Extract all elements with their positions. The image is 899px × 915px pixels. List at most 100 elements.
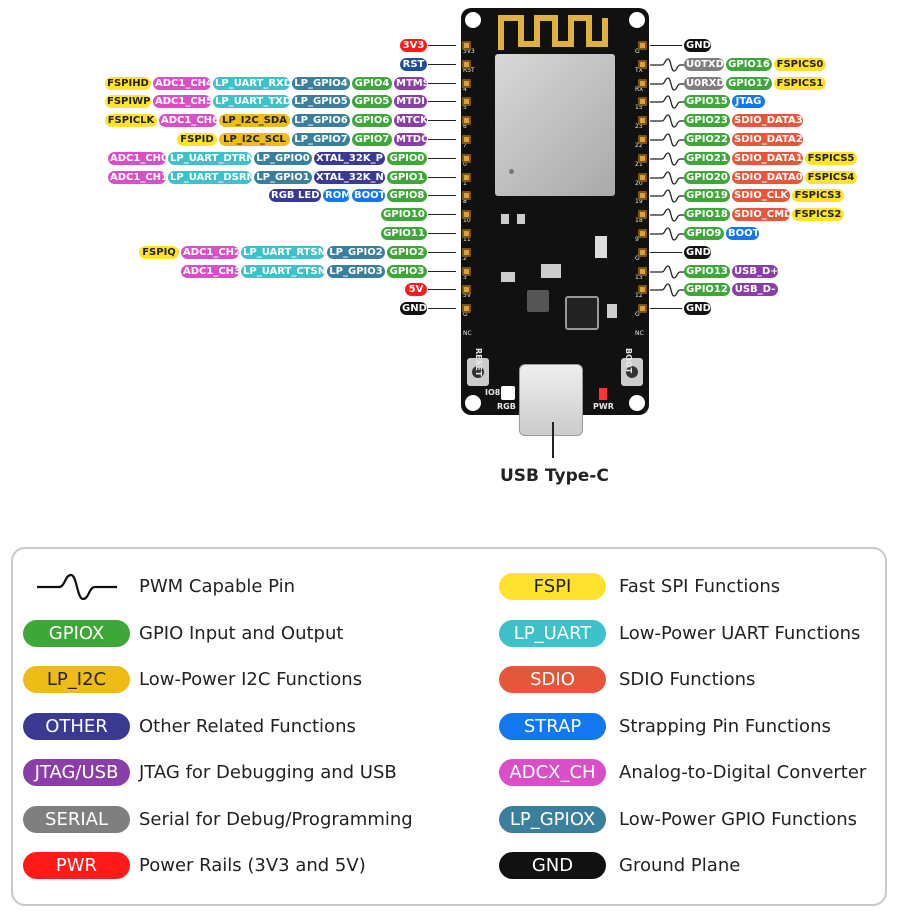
header-pin: [462, 172, 471, 182]
pin-label-right-9-0: GPIO18: [684, 208, 730, 222]
usb-c-port: [519, 364, 583, 436]
pin-label-left-9-0: GPIO10: [381, 208, 427, 222]
leader-line: [650, 308, 682, 310]
pin-number: 1: [463, 179, 467, 187]
pin-label-left-3-5: FSPIWP: [105, 95, 151, 109]
pin-number: 3: [463, 273, 467, 281]
component: [595, 236, 607, 258]
component: [607, 304, 617, 318]
pin-label-left-3-4: ADC1_CH5: [153, 95, 211, 109]
pin-label-left-2-3: LP_UART_RXD: [213, 76, 290, 90]
leader-line: [428, 289, 456, 291]
component: [541, 264, 561, 278]
esp-module-shield: [495, 54, 615, 196]
header-pin: [462, 153, 471, 163]
pin-label-left-3-0: MTDI: [394, 95, 427, 109]
legend-description: Strapping Pin Functions: [619, 715, 831, 737]
pwm-icon: [650, 76, 686, 91]
pin-label-right-7-1: SDIO_DATA0: [732, 170, 803, 184]
header-pin: [462, 116, 471, 126]
pin-number: 21: [635, 160, 643, 168]
pin-label-left-4-3: LP_I2C_SDA: [219, 114, 290, 128]
pin-label-right-6-1: SDIO_DATA1: [732, 151, 803, 165]
pin-number: 18: [635, 217, 643, 225]
legend-swatch: SDIO: [499, 666, 606, 693]
pin-label-right-6-2: FSPICS5: [805, 151, 857, 165]
pin-label-left-8-2: ROM: [323, 189, 350, 203]
pin-label-left-4-5: FSPICLK: [105, 114, 157, 128]
pwm-icon: [650, 189, 686, 204]
pin-label-left-2-4: ADC1_CH4: [153, 76, 211, 90]
header-pin: [638, 191, 647, 201]
pin-label-left-2-0: MTMS: [394, 76, 427, 90]
header-pin: [462, 266, 471, 276]
pin-label-left-6-3: LP_UART_DTRN: [168, 151, 252, 165]
leader-line: [428, 214, 456, 216]
pin-label-right-7-2: FSPICS4: [805, 170, 857, 184]
header-pin: [462, 97, 471, 107]
pin-label-right-8-2: FSPICS3: [792, 189, 844, 203]
pin-label-left-8-0: GPIO8: [387, 189, 427, 203]
pin-label-right-5-1: SDIO_DATA2: [732, 133, 803, 146]
mounting-hole: [629, 395, 645, 411]
header-pin: [638, 229, 647, 238]
chip: [565, 296, 599, 330]
leader-line: [428, 195, 456, 197]
pin-label-left-7-2: LP_GPIO1: [254, 170, 312, 184]
pwm-icon: [650, 95, 686, 110]
pin-number: 11: [463, 236, 471, 243]
header-pin: [462, 304, 471, 314]
pwm-legend-icon: [37, 573, 117, 601]
pin-number: 7: [463, 142, 467, 149]
pin-label-right-0-0: GND: [684, 39, 711, 52]
pin-label-right-8-1: SDIO_CLK: [732, 189, 790, 203]
pin-number: 12: [635, 292, 643, 300]
pin-label-right-1-1: GPIO16: [726, 57, 772, 71]
pin-number: G: [635, 48, 640, 55]
leader-line: [428, 176, 456, 178]
pin-label-left-0-0: 3V3: [400, 39, 427, 52]
pin-label-left-11-2: LP_UART_RTSN: [241, 245, 325, 259]
pin-label-right-3-1: JTAG: [732, 95, 765, 109]
pin-label-right-1-2: FSPICS0: [774, 57, 826, 71]
mounting-hole: [465, 395, 481, 411]
pin-label-right-13-1: USB_D-: [732, 283, 778, 297]
pin-number: 23: [635, 123, 643, 131]
pwr-label: PWR: [593, 402, 614, 411]
legend-swatch: STRAP: [499, 712, 606, 740]
pin-number: 20: [635, 179, 643, 187]
pin-label-left-4-1: GPIO6: [352, 114, 392, 128]
legend-description: Serial for Debug/Programming: [139, 808, 413, 830]
pwm-icon: [650, 152, 686, 166]
pin-label-right-2-0: U0RXD: [684, 76, 724, 90]
pin-number: G: [463, 311, 468, 319]
leader-line: [428, 157, 456, 159]
pin-label-left-12-0: GPIO3: [387, 264, 427, 278]
leader-line: [428, 233, 456, 234]
pin-number: 5: [463, 104, 467, 112]
header-pin: [638, 116, 647, 126]
pin-label-left-8-1: BOOT: [352, 189, 385, 203]
pin-label-right-11-0: GND: [684, 245, 711, 259]
legend-description: Power Rails (3V3 and 5V): [139, 855, 366, 876]
header-pin: [462, 41, 471, 50]
legend-description: JTAG for Debugging and USB: [139, 762, 397, 783]
pin-number: 10: [463, 217, 471, 225]
leader-line: [428, 139, 456, 140]
leader-line: [428, 45, 456, 46]
header-pin: [462, 191, 471, 201]
module-dot: [509, 169, 514, 174]
legend-description: Ground Plane: [619, 855, 741, 876]
pin-number: 8: [463, 198, 467, 206]
legend-swatch: GPIOX: [23, 619, 130, 647]
legend-description: PWM Capable Pin: [139, 576, 296, 597]
pin-number: RX: [635, 85, 644, 93]
pin-number: RST: [463, 66, 475, 74]
pin-label-left-14-0: GND: [400, 302, 427, 316]
header-pin: [462, 247, 471, 257]
legend-description: Low-Power I2C Functions: [139, 669, 363, 690]
pin-number: 5V: [463, 292, 471, 300]
header-pin: [638, 210, 647, 220]
